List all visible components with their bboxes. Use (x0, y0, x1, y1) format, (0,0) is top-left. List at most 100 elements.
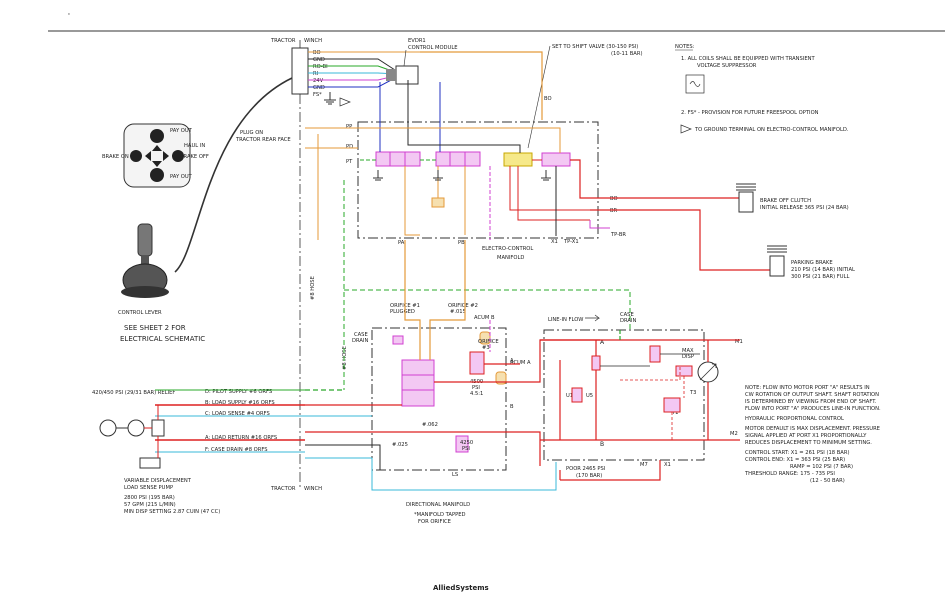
brake-line-1: 210 PSI (14 BAR) INITIAL (791, 267, 855, 273)
dm-relief-b: PSI (472, 385, 480, 391)
port-pd: PD (346, 144, 353, 150)
directional-lines (305, 240, 600, 491)
port-bo: BO (610, 196, 618, 202)
winch-label-bottom: WINCH (304, 486, 322, 492)
suppressor-icon (685, 74, 705, 94)
arrow-up-icon (152, 145, 162, 151)
pin-gnd: GND (313, 57, 325, 63)
motor-lines (540, 330, 740, 481)
directional-manifold-box (371, 327, 507, 471)
pump-motor-icon (99, 419, 117, 437)
note-2: 2. FS* - PROVISION FOR FUTURE FREESPOOL … (681, 110, 819, 116)
dm-acum-a: ACUM A (510, 360, 531, 366)
brake-line-2: 300 PSI (21 BAR) FULL (791, 274, 849, 280)
mc-max-disp-a: MAX (682, 348, 694, 354)
motor-valve-3 (649, 345, 661, 363)
mn-7: REDUCES DISPLACEMENT TO MINIMUM SETTING. (745, 440, 872, 446)
notes: NOTES: 1. ALL COILS SHALL BE EQUIPPED WI… (675, 44, 849, 134)
pump-spec-2: 57 GPM (215 L/MIN) (124, 502, 176, 508)
lever-label-haul-in: HAUL IN (184, 143, 205, 149)
mc-u5: U5 (586, 393, 593, 399)
shift-valve-label: SET TO SHIFT VALVE (30-150 PSI) (552, 44, 638, 50)
pump-title-1: VARIABLE DISPLACEMENT (124, 478, 192, 484)
dm-ls: LS (452, 472, 458, 478)
dm-case-drain-a: CASE (354, 332, 368, 338)
port-pt: PT (346, 159, 353, 165)
lever-caption: CONTROL LEVER (118, 310, 162, 316)
mc-t1: T1 (671, 410, 678, 416)
orifice-1 (392, 335, 404, 345)
mc-port-x1: X1 (664, 462, 671, 468)
motor-valve-4 (675, 365, 693, 377)
lever-cable (174, 77, 293, 273)
mn-11: THRESHOLD RANGE: 175 - 735 PSI (744, 471, 835, 477)
port-tp-br: TP-BR (610, 232, 626, 238)
dm-relief-c: 4.5:1 (470, 391, 483, 397)
ecm-label: ELECTRO-CONTROL (482, 246, 533, 252)
hose-label-2: #8 HOSE (342, 346, 348, 370)
lever-label-brake-off: BRAKE OFF (180, 154, 209, 160)
lever-label-pay-out: PAY OUT (170, 128, 193, 134)
note-1a: 1. ALL COILS SHALL BE EQUIPPED WITH TRAN… (681, 56, 816, 62)
dm-r062: #.062 (422, 422, 438, 428)
clutch-title: BRAKE OFF CLUTCH (760, 198, 811, 204)
valve-shift (503, 152, 533, 167)
lever-button-top (150, 129, 164, 143)
mc-port-m2: M2 (730, 431, 738, 437)
evdr-plug (386, 69, 396, 81)
mc-case-drain-b: DRAIN (620, 318, 636, 324)
ecm-valves (375, 151, 571, 208)
dm-orifice1-b: PLUGGED (390, 309, 415, 315)
dm-4250-b: PSI (462, 446, 470, 452)
line-in-flow: LINE-IN FLOW (548, 317, 583, 323)
mc-poor-a: POOR 2465 PSI (566, 466, 606, 472)
dm-orifice3-a: ORIFICE (478, 339, 499, 345)
dm-orifice3-b: #3 (482, 345, 490, 351)
mn-9: CONTROL END: X1 = 363 PSI (25 BAR) (745, 457, 845, 463)
pump-reservoir (139, 457, 161, 469)
plug-body (291, 47, 309, 95)
electro-control-manifold-box (357, 121, 599, 239)
pump-icon (127, 419, 145, 437)
tractor-label-top: TRACTOR (270, 38, 296, 44)
hose-label-1: #8 HOSE (310, 276, 316, 300)
plug-label-1: PLUG ON (240, 130, 263, 136)
plug-label-2: TRACTOR REAR FACE (235, 137, 291, 143)
ecm-sub: MANIFOLD (497, 255, 524, 261)
lever-button-mid-right (172, 150, 184, 162)
mc-port-a: A (600, 339, 605, 346)
lever-button-bottom (150, 168, 164, 182)
acum-a (495, 371, 507, 385)
mc-t3: T3 (689, 390, 696, 396)
dm-4250-a: 4250 (460, 440, 473, 446)
evdr-title: EVDR1 (408, 38, 426, 44)
dm-note-1: *MANIFOLD TAPPED (414, 512, 465, 518)
port-pa: PA (398, 240, 405, 246)
check-valve (431, 197, 445, 208)
brand-logo: AlliedSystems (433, 584, 489, 592)
fs-triangle-icon (339, 97, 351, 107)
pin-labels: BO GND RO-BI RI 24V GND FS* (313, 50, 328, 98)
evdr-module: EVDR1 CONTROL MODULE (386, 38, 458, 85)
lever-grip (137, 223, 153, 257)
mn-6: SIGNAL APPLIED AT PORT X1 PROPORTIONALLY (745, 433, 867, 439)
pin-ro-bi: RO-BI (313, 64, 328, 70)
bo-wire (420, 51, 543, 120)
mn-3: FLOW INTO PORT "A" PRODUCES LINE-IN FUNC… (745, 406, 881, 412)
dm-port-b: B (510, 404, 514, 410)
line-case-drain: F: CASE DRAIN #8 ORFS (205, 447, 268, 453)
mc-port-m1: M1 (735, 339, 743, 345)
line-load-sense: C: LOAD SENSE #4 ORFS (205, 411, 270, 417)
ecm-lines (305, 80, 770, 271)
port-br: BR (610, 208, 618, 214)
motor-valve-2 (571, 387, 583, 403)
note-triangle-icon (680, 124, 692, 134)
control-lever: BRAKE ON BRAKE OFF PAY OUT HAUL IN PAY O… (102, 123, 209, 343)
line-load-supply: B: LOAD SUPPLY #16 ORFS (205, 400, 275, 406)
clutch-sub: INITIAL RELEASE 365 PSI (24 BAR) (760, 205, 849, 211)
brake-off-clutch: BRAKE OFF CLUTCH INITIAL RELEASE 365 PSI… (736, 183, 849, 213)
mc-port-b: B (600, 441, 604, 448)
dm-orifice2-b: #.015 (450, 309, 466, 315)
mn-8: CONTROL START: X1 = 261 PSI (18 BAR) (745, 450, 849, 456)
